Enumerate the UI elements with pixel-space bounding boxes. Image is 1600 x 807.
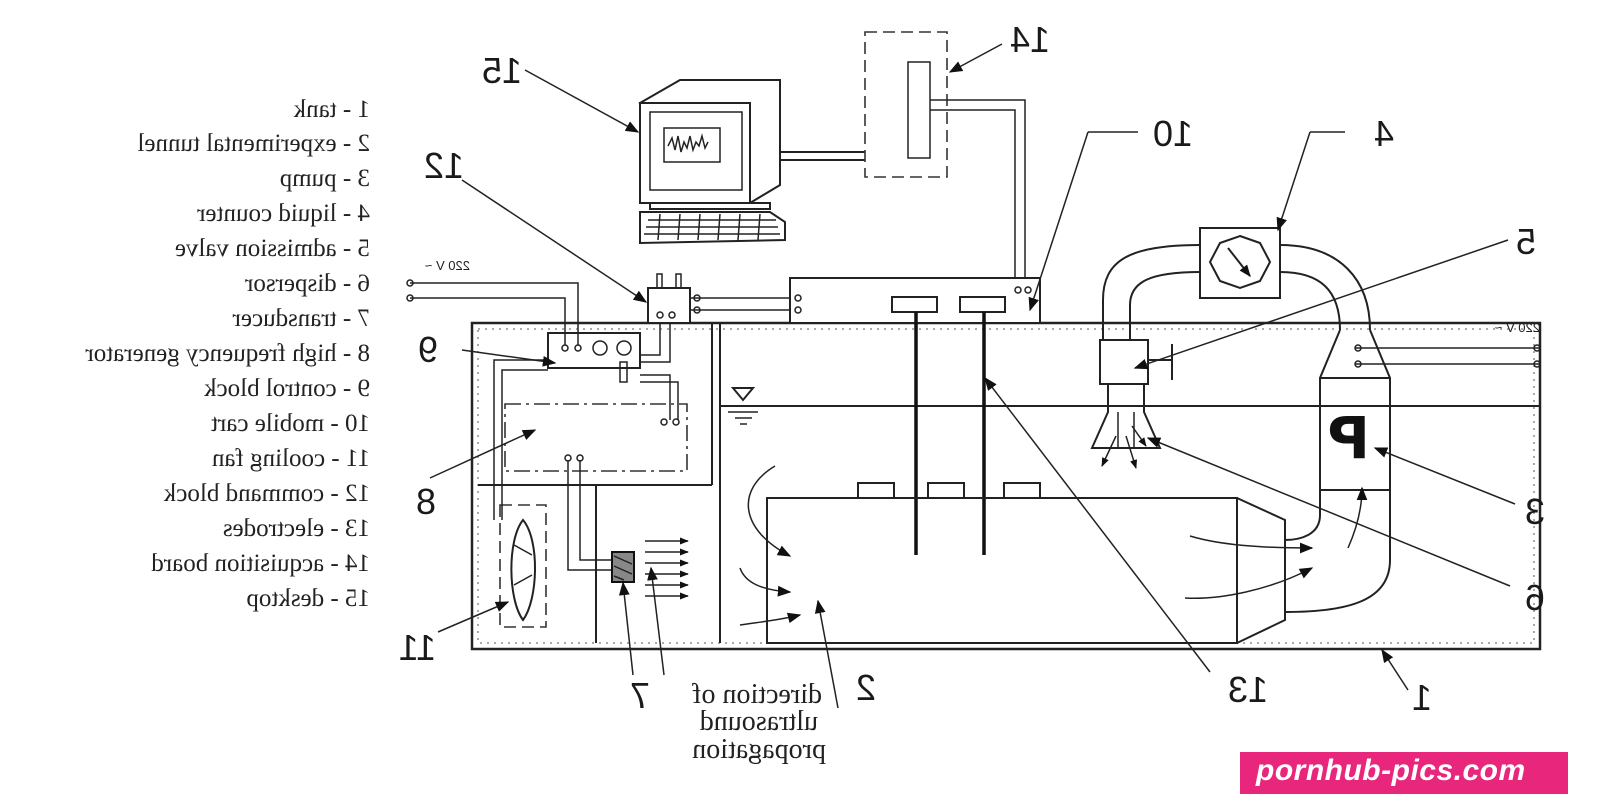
callout-12: 12 — [424, 145, 464, 186]
watermark-banner: pornhub-pics.com — [1240, 752, 1568, 794]
legend-item: 15 - desktop — [246, 585, 370, 612]
legend-item: 7 - transducer — [232, 305, 370, 332]
command-block — [647, 273, 795, 324]
callout-6: 6 — [1525, 577, 1545, 618]
left-power-terminals: 220 V ~ 220 V ~ — [406, 258, 1540, 335]
callout-1: 1 — [1412, 677, 1432, 718]
callout-7: 7 — [630, 675, 650, 716]
legend-item: 2 - experimental tunnel — [137, 130, 370, 157]
callout-numbers: 15 14 10 4 12 5 9 8 3 6 11 2 13 1 — [399, 19, 1545, 718]
legend-item: 13 - electrodes — [223, 515, 370, 542]
legend-item: 12 - command block — [163, 480, 370, 507]
callout-11: 11 — [399, 627, 436, 668]
legend-item: 9 - control block — [204, 375, 370, 402]
experimental-tunnel — [739, 465, 1314, 644]
legend-item: 3 - pump — [280, 165, 370, 192]
caption-line-2: ultrasound — [700, 706, 818, 737]
voltage-label-left: 220 V ~ — [424, 258, 470, 273]
pump-symbol: P — [1327, 404, 1370, 472]
callout-15: 15 — [482, 50, 522, 91]
caption-line-1: direction of — [691, 679, 822, 710]
ultrasound-caption: 7 direction of ultrasound propagation — [630, 675, 826, 765]
callout-4: 4 — [1374, 113, 1394, 154]
legend-item: 14 - acquisition board — [151, 550, 370, 577]
legend-item: 5 - admission valve — [175, 235, 370, 262]
acquisition-board — [864, 31, 1026, 290]
callout-9: 9 — [418, 329, 438, 370]
callout-2: 2 — [856, 667, 876, 708]
legend-item: 11 - cooling fan — [211, 445, 370, 472]
callout-8: 8 — [416, 481, 436, 522]
caption-line-3: propagation — [692, 734, 826, 765]
legend-item: 4 - liquid counter — [196, 200, 370, 227]
callout-13: 13 — [1228, 669, 1268, 710]
callout-3: 3 — [1525, 491, 1545, 532]
electronics-compartment — [410, 282, 721, 643]
legend-item: 6 - dispersor — [244, 270, 370, 297]
callout-5: 5 — [1516, 221, 1536, 262]
desktop-computer — [638, 79, 865, 245]
legend-item: 1 - tank — [293, 96, 370, 123]
legend-item: 10 - mobile cart — [211, 410, 370, 437]
voltage-label-right: 220 V ~ — [1494, 320, 1540, 335]
callout-14: 14 — [1010, 19, 1050, 60]
watermark-text: pornhub-pics.com — [1256, 754, 1526, 787]
piping-circuit: P — [1090, 227, 1541, 613]
legend: 1 - tank 2 - experimental tunnel 3 - pum… — [85, 96, 370, 612]
mobile-cart — [789, 277, 1041, 555]
callout-10: 10 — [1153, 113, 1193, 154]
legend-item: 8 - high frequency generator — [85, 340, 370, 367]
callout-leaders — [429, 43, 1516, 709]
